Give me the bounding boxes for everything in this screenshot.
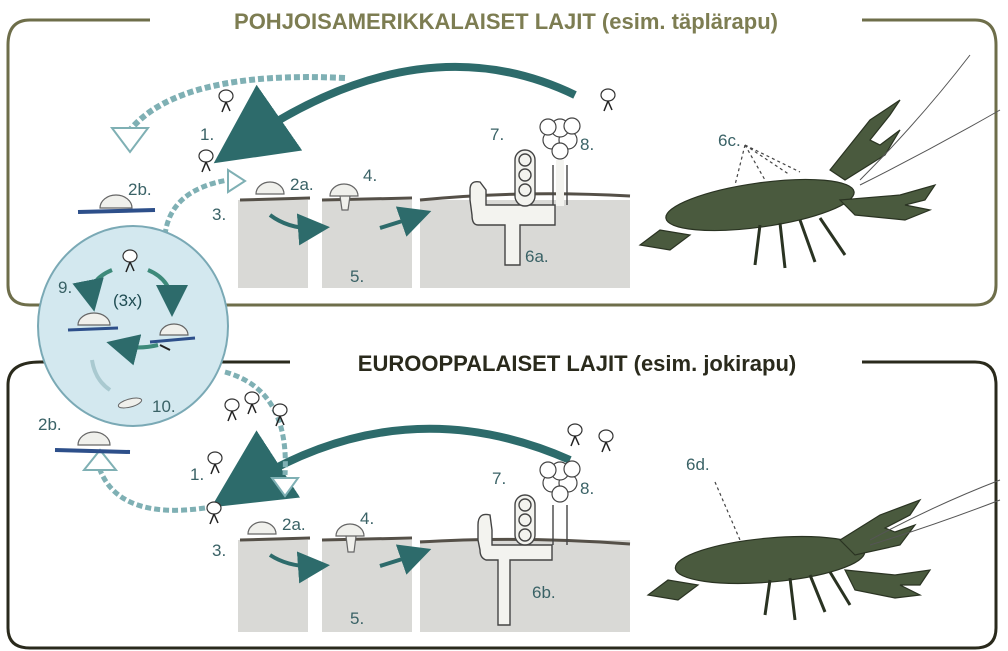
label-5: 5. <box>350 267 364 286</box>
zoospore <box>208 452 222 474</box>
label-8: 8. <box>580 479 594 498</box>
label-4: 4. <box>360 509 374 528</box>
label-1: 1. <box>190 465 204 484</box>
zoospore <box>199 150 213 172</box>
spore-cluster <box>540 461 580 502</box>
label-2b: 2b. <box>128 180 152 199</box>
label-2a: 2a. <box>282 515 306 534</box>
label-9: 9. <box>58 278 72 297</box>
cyst-on-surface <box>78 432 110 445</box>
label-3: 3. <box>212 205 226 224</box>
zoospore <box>225 399 239 421</box>
label-6d: 6d. <box>686 455 710 474</box>
label-4: 4. <box>363 166 377 185</box>
life-cycle-circle: 9. 10. (3x) <box>38 226 228 426</box>
zoospore <box>601 89 615 111</box>
zoospore <box>568 424 582 446</box>
zoospore <box>219 90 233 112</box>
label-3: 3. <box>212 541 226 560</box>
label-10: 10. <box>152 397 176 416</box>
tissue-block-1 <box>238 200 308 288</box>
crayfish-noble <box>648 480 1000 620</box>
crayfish-signal <box>640 55 1000 268</box>
zoospore <box>207 502 221 524</box>
label-7: 7. <box>492 469 506 488</box>
tissue-block-2 <box>322 200 412 288</box>
label-6c: 6c. <box>718 131 741 150</box>
label-2b: 2b. <box>38 415 62 434</box>
zoospore <box>245 392 259 414</box>
label-2a: 2a. <box>290 175 314 194</box>
label-7: 7. <box>490 125 504 144</box>
pointer-lines-6c <box>735 145 800 185</box>
label-1: 1. <box>200 125 214 144</box>
label-5: 5. <box>350 609 364 628</box>
label-6a: 6a. <box>525 247 549 266</box>
cuticle-line <box>240 194 630 200</box>
cyst <box>248 522 276 534</box>
tissue-block-2 <box>322 540 412 632</box>
cyst <box>256 182 284 194</box>
label-8: 8. <box>580 135 594 154</box>
spore-cluster <box>540 118 580 159</box>
zoospore <box>273 404 287 426</box>
pointer-line-6d <box>715 482 740 540</box>
bottom-panel-title: EUROOPPALAISET LAJIT (esim. jokirapu) <box>358 351 796 376</box>
zoospore <box>599 430 613 452</box>
tissue-block-1 <box>238 540 308 632</box>
top-panel-title: POHJOISAMERIKKALAISET LAJIT (esim. täplä… <box>234 9 778 34</box>
cycle-count: (3x) <box>113 291 142 310</box>
label-6b: 6b. <box>532 583 556 602</box>
